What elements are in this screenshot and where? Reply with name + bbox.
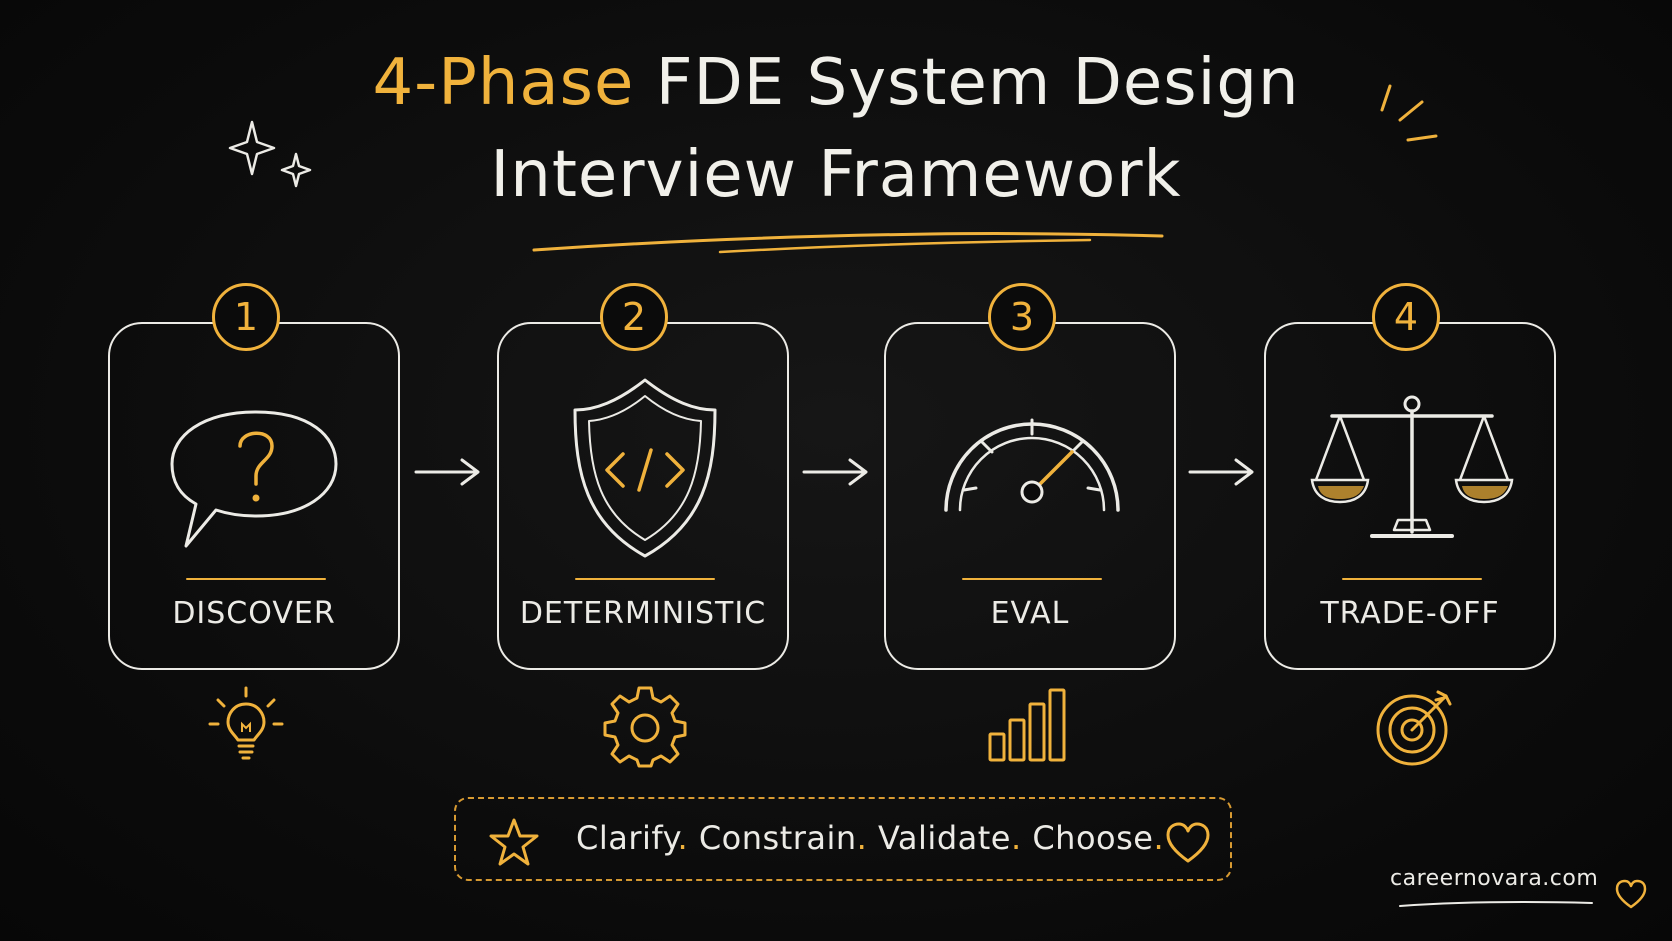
card-underline [1342, 578, 1482, 580]
heart-icon [1615, 879, 1647, 909]
tagline-word: Validate [878, 819, 1011, 857]
phase-number-1: 1 [212, 283, 280, 351]
tagline-box: Clarify. Constrain. Validate. Choose. [454, 797, 1232, 881]
site-underline [1399, 901, 1593, 907]
lightbulb-icon [208, 686, 284, 760]
site-credit: careernovara.com [1390, 866, 1599, 891]
bar-chart-icon [988, 688, 1066, 762]
title-line-2: Interview Framework [490, 138, 1182, 212]
code-shield-icon [573, 378, 717, 558]
speedometer-gauge-icon [944, 418, 1120, 512]
arrow-right-icon [1188, 458, 1254, 486]
phase-card-4: TRADE-OFF [1264, 322, 1556, 670]
tagline-separator: . [1153, 819, 1165, 857]
phase-number-3: 3 [988, 283, 1056, 351]
tagline-word: Choose [1032, 819, 1154, 857]
star-icon [489, 818, 539, 866]
tagline-word: Clarify [576, 819, 678, 857]
title-line-1: 4-Phase FDE System Design [0, 46, 1672, 120]
arrow-right-icon [414, 458, 480, 486]
title-accent: 4-Phase [372, 46, 635, 120]
heart-icon [1166, 822, 1210, 863]
phase-label-3: EVAL [990, 596, 1070, 631]
gear-icon [603, 686, 687, 768]
tagline-separator: . [677, 819, 689, 857]
card-underline [962, 578, 1102, 580]
balance-scale-icon [1310, 395, 1514, 538]
phase-label-1: DISCOVER [172, 596, 336, 631]
tagline-text: Clarify. Constrain. Validate. Choose. [576, 819, 1164, 857]
phase-card-3: EVAL [884, 322, 1176, 670]
title-underline [532, 232, 1164, 254]
phase-label-4: TRADE-OFF [1320, 596, 1500, 631]
question-speech-bubble-icon [170, 410, 338, 548]
card-underline [186, 578, 326, 580]
tagline-separator: . [1010, 819, 1022, 857]
tagline-separator: . [856, 819, 868, 857]
tagline-word: Constrain [698, 819, 857, 857]
title-rest: FDE System Design [634, 46, 1300, 120]
phase-card-1: DISCOVER [108, 322, 400, 670]
phase-card-2: DETERMINISTIC [497, 322, 789, 670]
sparkle-icon [228, 120, 312, 188]
target-dart-icon [1376, 690, 1452, 766]
phase-label-2: DETERMINISTIC [519, 596, 767, 631]
phase-number-4: 4 [1372, 283, 1440, 351]
accent-strokes-icon [1380, 84, 1438, 142]
arrow-right-icon [802, 458, 868, 486]
phase-number-2: 2 [600, 283, 668, 351]
card-underline [575, 578, 715, 580]
